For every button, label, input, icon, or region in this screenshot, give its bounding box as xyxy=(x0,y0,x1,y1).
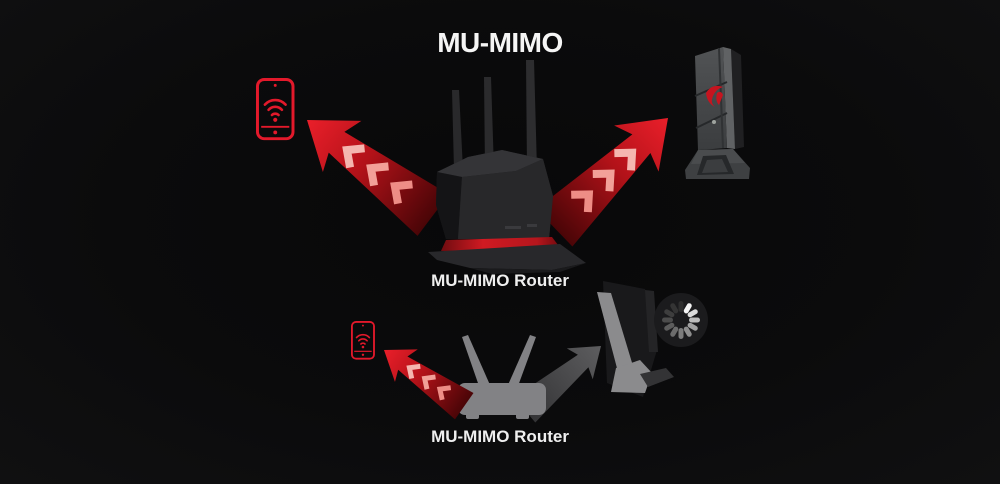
smartphone-wifi-small-icon xyxy=(351,321,375,360)
bottom-router-caption: MU-MIMO Router xyxy=(431,427,569,446)
router-antenna-icon xyxy=(484,77,494,170)
red-arrow-to-phone-icon xyxy=(287,94,453,241)
red-arrow-to-desktop-icon xyxy=(532,94,691,251)
gaming-router xyxy=(428,60,586,274)
loading-spinner-icon xyxy=(654,293,708,347)
top-router-caption: MU-MIMO Router xyxy=(431,271,569,290)
power-led xyxy=(712,120,716,124)
router-silhouette-icon xyxy=(458,335,546,419)
router-antenna-icon xyxy=(452,90,463,170)
smartphone-wifi-icon xyxy=(256,78,295,141)
red-arrow-to-phone-small-icon xyxy=(372,333,476,423)
rog-logo-icon xyxy=(706,85,723,107)
monitor-side-icon xyxy=(597,281,674,397)
gaming-desktop-tower xyxy=(685,47,750,179)
router-antenna-icon xyxy=(526,60,537,170)
page-title: MU-MIMO xyxy=(437,27,563,58)
